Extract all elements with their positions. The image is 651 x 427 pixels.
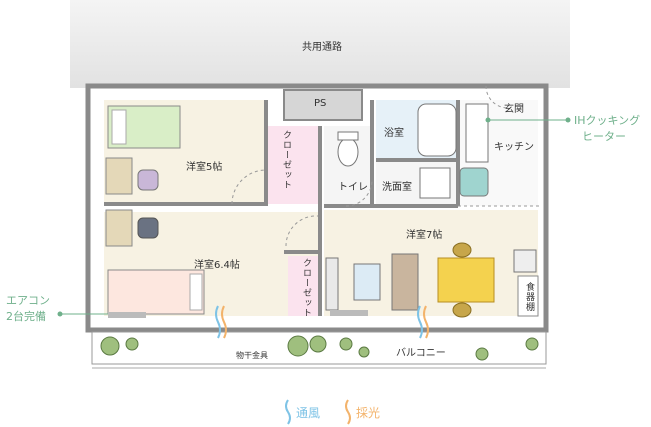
closet-1-label: クローゼット — [281, 130, 291, 190]
western-5-label: 洋室5帖 — [186, 162, 223, 173]
closet-2-fill — [288, 256, 318, 316]
ventilation-arrows — [215, 305, 423, 339]
laundry-pole-label: 物干金具 — [236, 351, 268, 360]
bath-label: 浴室 — [384, 128, 404, 139]
ac-callout-line2: 2台完備 — [6, 310, 46, 323]
daylight-arrows — [221, 305, 429, 339]
toilet-label: トイレ — [338, 182, 368, 193]
washbasin — [419, 167, 451, 199]
bed-2 — [107, 269, 205, 315]
washroom-label: 洗面室 — [382, 182, 412, 193]
low-table — [353, 263, 381, 301]
ps-label: PS — [314, 98, 327, 109]
kitchen-counter — [465, 103, 489, 163]
plant-icon — [100, 335, 539, 361]
ps-box — [283, 89, 363, 121]
dining-chair — [452, 242, 472, 258]
desk-1 — [105, 157, 133, 195]
bed-1 — [107, 105, 181, 149]
cupboard-label: 食器棚 — [524, 282, 534, 312]
closet-1-fill — [268, 126, 320, 204]
sofa — [391, 253, 419, 311]
legend-ventilation: 通風 — [296, 406, 321, 420]
bathtub — [417, 103, 457, 157]
ac-callout-line1: エアコン — [6, 294, 50, 307]
balcony-label: バルコニー — [396, 348, 446, 359]
dining-table — [437, 257, 495, 303]
kitchen-label: キッチン — [494, 142, 534, 153]
cupboard — [517, 275, 539, 317]
ac-unit — [330, 310, 368, 316]
ih-callout-line1: IHクッキング — [574, 114, 641, 127]
dining-chair — [452, 302, 472, 318]
tv-stand — [325, 257, 339, 311]
chair-2 — [137, 217, 159, 239]
chair-1 — [137, 169, 159, 191]
desk-2 — [105, 209, 133, 247]
daylight-icon — [345, 399, 351, 425]
washing-machine — [459, 167, 489, 197]
western-6-4-label: 洋室6.4帖 — [194, 260, 240, 271]
interior-walls — [104, 100, 460, 316]
legend-daylight: 採光 — [356, 406, 381, 420]
corridor-label: 共用通路 — [302, 42, 342, 53]
corridor-band — [70, 0, 570, 88]
closet-2-label: クローゼット — [301, 258, 311, 318]
entrance-label: 玄関 — [504, 104, 524, 115]
ventilation-icon — [285, 399, 291, 425]
fridge — [513, 249, 537, 273]
western-7-label: 洋室7帖 — [406, 230, 443, 241]
ac-unit — [108, 312, 146, 318]
toilet-bowl — [337, 137, 359, 167]
ih-callout-line2: ヒーター — [582, 130, 626, 143]
